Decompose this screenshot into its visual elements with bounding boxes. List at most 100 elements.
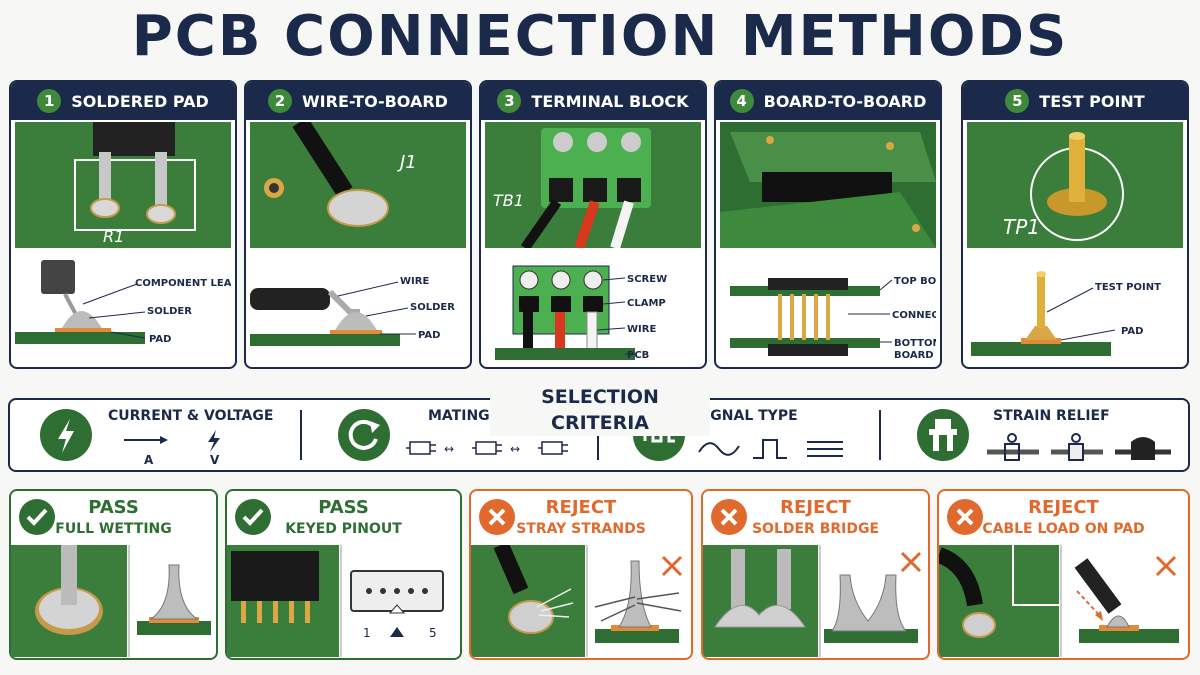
criteria-mating-cycles: MATING CYCLES ↔ ↔ bbox=[302, 400, 597, 470]
test-point-diagram: TEST POINT PAD bbox=[971, 271, 1161, 356]
callout-pad: PAD bbox=[1121, 326, 1143, 337]
callout-screw: SCREW bbox=[627, 274, 667, 285]
result-caption: CABLE LOAD ON PAD bbox=[982, 521, 1145, 537]
check-icon bbox=[19, 499, 55, 535]
result-caption: STRAY STRANDS bbox=[516, 521, 646, 537]
keyed-pinout-diagram: 1 5 bbox=[350, 570, 444, 640]
strain-relief-symbols bbox=[987, 433, 1171, 461]
x-icon bbox=[479, 499, 515, 535]
callout-pad: PAD bbox=[149, 334, 171, 345]
current-voltage-symbols: A V bbox=[124, 430, 220, 466]
divider bbox=[586, 545, 588, 657]
terminal-block-diagram: SCREW CLAMP WIRE PCB bbox=[495, 265, 667, 361]
check-icon bbox=[235, 499, 271, 535]
result-caption: SOLDER BRIDGE bbox=[751, 521, 880, 537]
test-point-photo: TP1 bbox=[967, 122, 1183, 248]
page-title: PCB CONNECTION METHODS bbox=[131, 4, 1069, 69]
callout-pcb: PCB bbox=[627, 350, 649, 361]
card-title: SOLDERED PAD bbox=[71, 91, 209, 111]
card-header: 2 WIRE-TO-BOARD bbox=[246, 82, 470, 120]
card-title: TEST POINT bbox=[1039, 91, 1145, 111]
callout-top-board: TOP BOARD bbox=[894, 276, 936, 287]
method-card-wire-to-board: 2 WIRE-TO-BOARD J1 WIRE SOLDER PAD bbox=[244, 80, 472, 369]
board-ref-label: J1 bbox=[397, 152, 417, 173]
divider bbox=[300, 410, 302, 460]
result-status: REJECT bbox=[780, 497, 851, 518]
card-header: 5 TEST POINT bbox=[963, 82, 1187, 120]
terminal-block-photo: TB1 bbox=[485, 122, 701, 248]
card-header: 3 TERMINAL BLOCK bbox=[481, 82, 705, 120]
callout-component-lead: COMPONENT LEAD bbox=[135, 278, 231, 289]
wire-to-board-diagram: WIRE SOLDER PAD bbox=[250, 276, 455, 346]
x-icon bbox=[947, 499, 983, 535]
pin-label-last: 5 bbox=[429, 626, 437, 640]
callout-bottom: BOTTOM bbox=[894, 338, 936, 349]
criteria-title: SELECTION CRITERIA bbox=[490, 384, 710, 436]
step-number: 5 bbox=[1005, 89, 1030, 113]
callout-solder: SOLDER bbox=[410, 302, 455, 313]
result-caption: KEYED PINOUT bbox=[285, 521, 402, 537]
criteria-current-voltage: CURRENT & VOLTAGE A V bbox=[10, 400, 300, 470]
result-status: REJECT bbox=[545, 497, 617, 518]
signal-wave-symbols bbox=[698, 439, 843, 459]
solder-bridge-photo bbox=[703, 545, 818, 657]
solder-bridge-diagram bbox=[824, 551, 922, 643]
divider bbox=[128, 545, 130, 657]
keyed-pinout-photo bbox=[227, 545, 339, 657]
board-to-board-diagram: TOP BOARD CONNECTOR BOTTOM BOARD bbox=[730, 276, 936, 361]
board-ref-label: TB1 bbox=[493, 191, 524, 210]
volt-label: V bbox=[210, 453, 220, 466]
cable-load-diagram bbox=[1074, 555, 1179, 643]
callout-test-point: TEST POINT bbox=[1095, 282, 1161, 293]
step-number: 1 bbox=[37, 89, 62, 113]
board-ref-label: TP1 bbox=[1003, 215, 1040, 239]
method-card-test-point: 5 TEST POINT TP1 TEST POINT PAD bbox=[961, 80, 1189, 369]
callout-pad: PAD bbox=[418, 330, 440, 341]
criteria-label: STRAIN RELIEF bbox=[993, 408, 1110, 424]
card-title: BOARD-TO-BOARD bbox=[763, 91, 927, 111]
board-ref-label: R1 bbox=[103, 227, 124, 246]
method-card-soldered-pad: 1 SOLDERED PAD R1 COMPONENT LEAD SOLDER … bbox=[9, 80, 237, 369]
step-number: 3 bbox=[497, 89, 522, 113]
callout-wire: WIRE bbox=[627, 324, 656, 335]
soldered-pad-photo: R1 bbox=[15, 122, 231, 248]
result-caption: FULL WETTING bbox=[55, 521, 172, 537]
card-title: WIRE-TO-BOARD bbox=[302, 91, 448, 111]
result-status: PASS bbox=[318, 497, 369, 518]
result-card-full-wetting: PASS FULL WETTING bbox=[9, 489, 218, 660]
cable-load-photo bbox=[939, 545, 1059, 657]
wire-to-board-photo: J1 bbox=[250, 122, 466, 248]
divider bbox=[819, 545, 821, 657]
step-number: 4 bbox=[729, 89, 754, 113]
result-status: PASS bbox=[88, 497, 139, 518]
method-card-board-to-board: 4 BOARD-TO-BOARD TOP BOARD CONNECTOR BOT… bbox=[714, 80, 942, 369]
criteria-strain-relief: STRAIN RELIEF bbox=[881, 400, 1186, 470]
criteria-label: SIGNAL TYPE bbox=[695, 408, 798, 424]
divider bbox=[340, 545, 342, 657]
card-header: 4 BOARD-TO-BOARD bbox=[716, 82, 940, 120]
ampere-label: A bbox=[144, 453, 154, 466]
callout-board: BOARD bbox=[894, 350, 934, 361]
board-to-board-photo bbox=[720, 122, 936, 248]
full-wetting-photo bbox=[11, 545, 127, 657]
card-header: 1 SOLDERED PAD bbox=[11, 82, 235, 120]
divider bbox=[1060, 545, 1062, 657]
stray-strands-diagram bbox=[594, 555, 683, 643]
callout-solder: SOLDER bbox=[147, 306, 192, 317]
stray-strands-photo bbox=[471, 545, 585, 657]
svg-text:↔: ↔ bbox=[444, 442, 454, 456]
result-card-keyed-pinout: PASS KEYED PINOUT 1 5 bbox=[225, 489, 462, 660]
result-status: REJECT bbox=[1028, 497, 1099, 518]
card-title: TERMINAL BLOCK bbox=[531, 91, 689, 111]
criteria-label: CURRENT & VOLTAGE bbox=[108, 408, 274, 424]
x-icon bbox=[711, 499, 747, 535]
cycle-arrow-icon bbox=[338, 409, 390, 461]
result-card-stray-strands: REJECT STRAY STRANDS bbox=[469, 489, 693, 660]
method-card-terminal-block: 3 TERMINAL BLOCK TB1 SCREW CLAMP WIRE PC… bbox=[479, 80, 707, 369]
callout-wire: WIRE bbox=[400, 276, 429, 287]
connector-cycle-symbols: ↔ ↔ bbox=[406, 441, 568, 456]
step-number: 2 bbox=[268, 89, 293, 113]
lightning-icon bbox=[40, 409, 92, 461]
soldered-pad-diagram: COMPONENT LEAD SOLDER PAD bbox=[15, 260, 231, 345]
full-wetting-diagram bbox=[137, 564, 211, 635]
